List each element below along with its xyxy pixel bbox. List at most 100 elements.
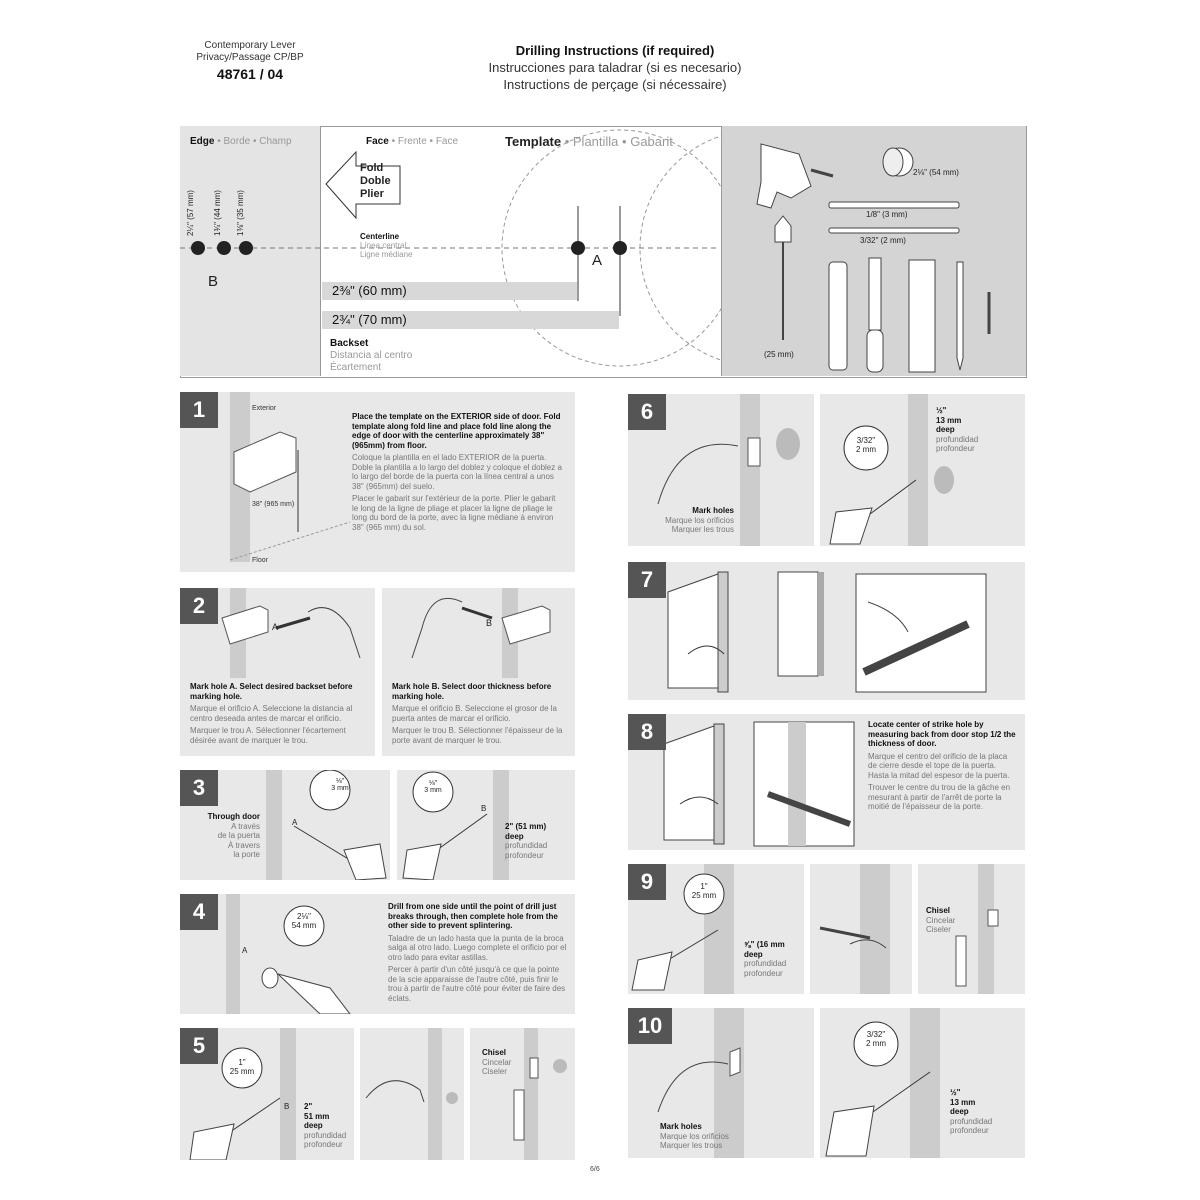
step-3a-bit-size: ⅛"3 mm (331, 778, 349, 792)
fold-arrow-icon (325, 150, 401, 220)
page-title: Drilling Instructions (if required) Inst… (400, 42, 830, 93)
hole-b-3 (239, 241, 253, 255)
product-label: Contemporary Lever Privacy/Passage CP/BP… (180, 40, 320, 82)
step-5c-illustration (513, 1028, 567, 1160)
hole-b-2 (217, 241, 231, 255)
step-2a-point: A (272, 622, 279, 632)
page-number: 6/6 (590, 1166, 600, 1173)
hole-a-70 (613, 241, 627, 255)
hole-a-60 (571, 241, 585, 255)
step-1-instructions: Place the template on the EXTERIOR side … (352, 412, 562, 532)
step-2b-panel: B Mark hole B. Select door thickness bef… (382, 588, 575, 756)
edge-label: Edge • Borde • Champ (190, 136, 292, 147)
point-b-label: B (208, 273, 219, 290)
exterior-label: Exterior (252, 405, 277, 412)
spade-bit-icon (774, 215, 792, 340)
step-9a-illustration (631, 864, 734, 994)
step-3a-illustration (266, 770, 387, 880)
title-en: Drilling Instructions (if required) (515, 43, 715, 58)
step-5a-point: B (284, 1102, 290, 1111)
step-2a-illustration (221, 588, 361, 678)
step-6a-illustration (657, 394, 800, 546)
drill-icon (756, 143, 834, 209)
product-line2: Privacy/Passage CP/BP (196, 52, 304, 63)
step-2-number: 2 (180, 588, 218, 624)
step-3a-point: A (292, 818, 298, 827)
edge-dim-44: 1¾" (44 mm) (213, 190, 222, 236)
step-8-number: 8 (628, 714, 666, 750)
step-3-number: 3 (180, 770, 218, 806)
chisel-icon (955, 935, 967, 987)
step-5a-bit-size: 1"25 mm (229, 1058, 255, 1076)
step-4-panel: 4 2⅛"54 mm A Drill from one side until t… (180, 894, 575, 1014)
step-2a-panel: 2 A Mark hole A. Select desired backset … (180, 588, 375, 756)
bit-332-size: 3/32" (2 mm) (860, 236, 906, 245)
step-9b-illustration (819, 864, 890, 994)
step-4-number: 4 (180, 894, 218, 930)
step-1-number: 1 (180, 392, 218, 428)
title-es: Instrucciones para taladrar (si es neces… (488, 60, 742, 75)
chisel-icon (513, 1089, 525, 1141)
step-8-panel: 8 Locate center of strike hole by measur… (628, 714, 1025, 850)
title-fr: Instructions de perçage (si nécessaire) (503, 77, 727, 92)
step-8-illustration (663, 721, 855, 847)
product-line1: Contemporary Lever (204, 40, 296, 51)
ruler-icon (908, 259, 936, 373)
step-10b-illustration (825, 1008, 940, 1158)
backset-70-bar: 2¾" (70 mm) (322, 311, 619, 329)
step-6b-bit-size: 3/32"2 mm (856, 436, 876, 454)
step-7-number: 7 (628, 562, 666, 598)
height-label: 38" (965 mm) (252, 501, 295, 508)
step-4-instructions: Drill from one side until the point of d… (388, 902, 567, 1003)
template-label: Template • Plantilla • Gabarit (505, 134, 673, 149)
step-10b-bit-size: 3/32"2 mm (866, 1030, 886, 1048)
edge-dim-57: 2¼" (57 mm) (186, 190, 195, 236)
step-9-number: 9 (628, 864, 666, 900)
spade-bit-size: (25 mm) (764, 350, 794, 359)
hole-b-1 (191, 241, 205, 255)
step-1-door-illustration (229, 392, 351, 562)
step-5b-panel (360, 1028, 464, 1160)
step-5-number: 5 (180, 1028, 218, 1064)
chisel-icon (866, 257, 884, 373)
point-a-label: A (592, 252, 603, 269)
holesaw-size: 2⅛" (54 mm) (913, 168, 959, 177)
step-8-instructions: Locate center of strike hole by measurin… (868, 720, 1016, 811)
edge-dim-35: 1⅜" (35 mm) (236, 190, 245, 236)
step-7-panel: 7 (628, 562, 1025, 700)
step-4-saw-size: 2⅛"54 mm (291, 912, 317, 930)
step-10-number: 10 (628, 1008, 672, 1044)
step-2b-point: B (486, 618, 493, 628)
drill-bit-18-icon (828, 201, 960, 209)
step-9c-illustration (955, 864, 999, 994)
holesaw-icon (882, 147, 914, 177)
step-10a-illustration (657, 1008, 744, 1158)
step-9b-panel (810, 864, 912, 994)
face-label: Face • Frente • Face (366, 136, 459, 147)
backset-60-bar: 2⅜" (60 mm) (322, 282, 577, 300)
step-5b-illustration (365, 1028, 458, 1160)
product-number: 48761 / 04 (216, 66, 284, 82)
level-icon (828, 261, 848, 371)
bit-18-size: 1/8" (3 mm) (866, 210, 908, 219)
step-2b-instructions: Mark hole B. Select door thickness befor… (392, 682, 563, 745)
